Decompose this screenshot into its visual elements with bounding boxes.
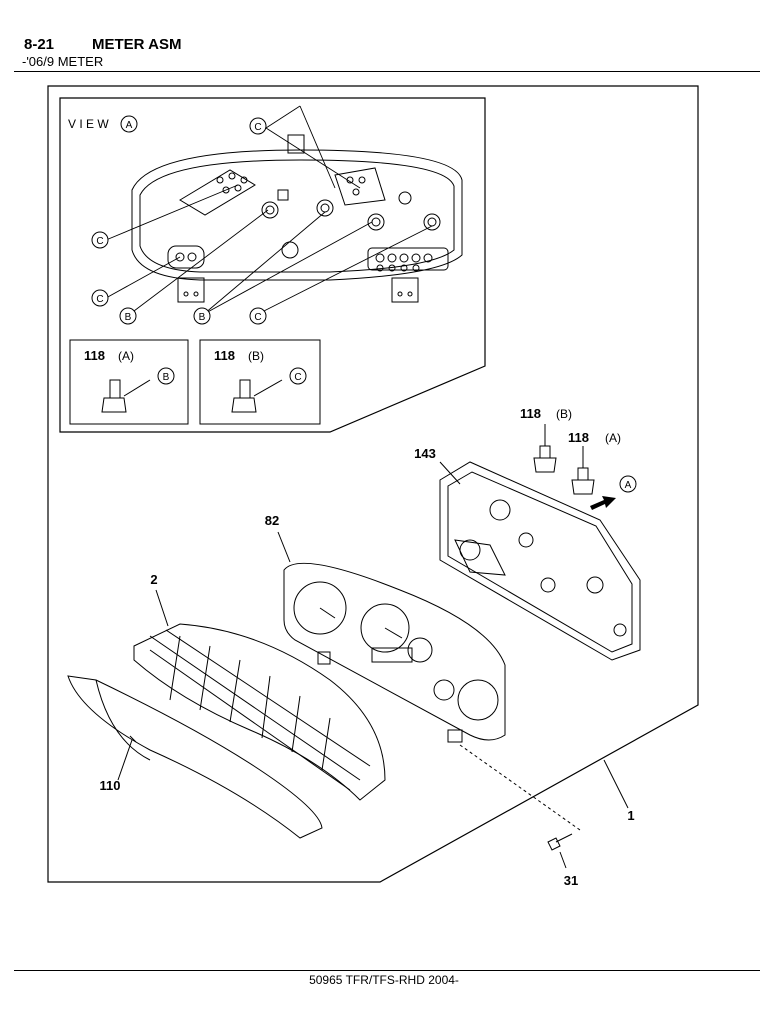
inset-118b-variant: (B) (248, 349, 264, 363)
diagram-frame (47, 85, 699, 883)
callout-c-top: C (254, 122, 261, 133)
leader-1 (603, 759, 629, 809)
callout-c-circle (91, 289, 109, 307)
screw-31-icon (547, 833, 573, 851)
part-2-lens (133, 623, 386, 801)
view-title: V I E W (68, 117, 109, 131)
part-110-label: 110 (100, 778, 121, 793)
leader-31 (559, 851, 567, 869)
footer-rule (14, 970, 760, 971)
section-number: 8-21 (24, 36, 55, 53)
bulb-socket-icon (101, 379, 151, 413)
view-callout-leaders (105, 105, 433, 315)
bulb-118a-icon (571, 467, 595, 495)
bulb-118b-icon (533, 445, 557, 473)
inset-118b-callout: C (294, 372, 301, 383)
part-143-label: 143 (414, 446, 436, 461)
part-118a-number: 118 (568, 430, 589, 445)
inset-118b-box (199, 339, 321, 425)
meter-rear-view (131, 134, 463, 303)
part-2-label: 2 (150, 572, 157, 587)
callout-b-circle (193, 307, 211, 325)
callout-c-left: C (96, 236, 103, 247)
leader-2 (155, 589, 169, 627)
view-a-box (59, 97, 486, 433)
page-subtitle: -'06/9 METER (22, 54, 104, 69)
view-a-arrow-icon (590, 496, 616, 510)
leader-31-path (459, 744, 581, 831)
part-118a-variant: (A) (605, 431, 621, 445)
bulb-socket-icon (231, 379, 283, 413)
callout-b-circle (157, 367, 175, 385)
leader-143 (439, 461, 461, 485)
leader-82 (277, 531, 291, 563)
callout-b-mid: B (199, 312, 206, 323)
callout-c-circle (91, 231, 109, 249)
part-110-hood (67, 675, 323, 839)
callout-c-circle (249, 117, 267, 135)
inset-118b-number: 118 (214, 348, 235, 363)
page-title: METER ASM (92, 36, 182, 53)
part-118b-variant: (B) (556, 407, 572, 421)
leader-110 (117, 739, 133, 781)
part-118b-number: 118 (520, 406, 541, 421)
view-a-arrow-letter: A (625, 480, 632, 491)
page-footer: 50965 TFR/TFS-RHD 2004- (309, 973, 459, 987)
inset-118a-variant: (A) (118, 349, 134, 363)
part-82-dial (283, 562, 506, 743)
inset-118a-number: 118 (84, 348, 105, 363)
callout-c-lower: C (96, 294, 103, 305)
inset-118a-box (69, 339, 189, 425)
view-letter-circle (120, 115, 138, 133)
callout-c-circle (289, 367, 307, 385)
part-1-label: 1 (627, 808, 634, 823)
part-143-housing (439, 461, 641, 661)
callout-b-circle (119, 307, 137, 325)
header-rule (14, 71, 760, 72)
view-a-arrow-circle (619, 475, 637, 493)
part-31-label: 31 (564, 873, 578, 888)
part-82-label: 82 (265, 513, 279, 528)
view-letter: A (126, 120, 133, 131)
callout-c-circle (249, 307, 267, 325)
callout-c-right: C (254, 312, 261, 323)
callout-b-left: B (125, 312, 132, 323)
inset-118a-callout: B (163, 372, 170, 383)
